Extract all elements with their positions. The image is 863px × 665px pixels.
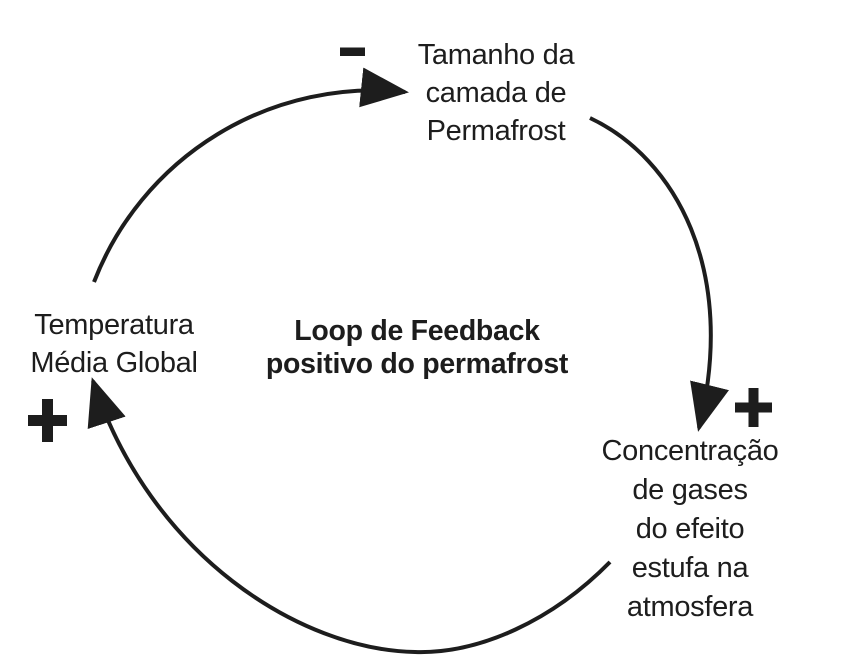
arrow-permafrost-to-ghg bbox=[589, 116, 729, 432]
plus-sign-icon-ghg bbox=[735, 388, 772, 427]
arrow-temperature-to-permafrost bbox=[92, 67, 409, 283]
node-label-permafrost-size: Tamanho da camada de Permafrost bbox=[417, 39, 575, 147]
arrow-ghg-to-temperature bbox=[87, 377, 612, 655]
diagram-title: Loop de Feedback positivo do permafrost bbox=[265, 315, 569, 380]
plus-sign-icon-temperature bbox=[28, 399, 67, 442]
node-label-global-temperature: Temperatura Média Global bbox=[30, 309, 198, 379]
node-label-ghg-concentration: Concentração de gases do efeito estufa n… bbox=[601, 435, 779, 623]
minus-sign-icon bbox=[340, 47, 365, 56]
